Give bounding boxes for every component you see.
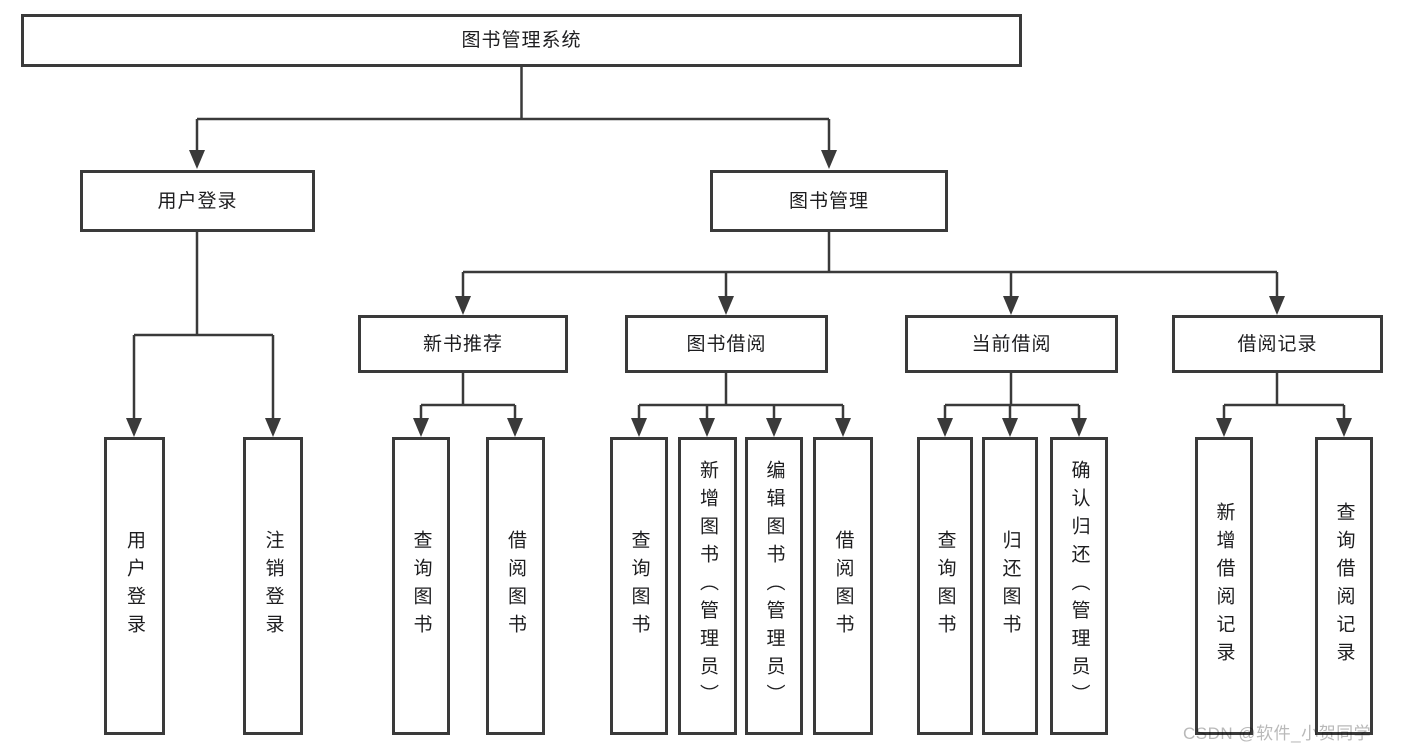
arrowhead [631, 418, 647, 437]
node-library-system: 图书管理系统 [21, 14, 1022, 67]
leaf-confirm-return-admin: 确认归还（管理员） [1050, 437, 1108, 735]
leaf-query-books-3: 查询图书 [917, 437, 973, 735]
arrowhead [718, 296, 734, 315]
arrowhead [766, 418, 782, 437]
csdn-watermark: CSDN @软件_小贺同学 [1183, 724, 1372, 743]
leaf-add-borrow-record: 新增借阅记录 [1195, 437, 1253, 735]
arrowhead [1269, 296, 1285, 315]
arrowhead [821, 150, 837, 169]
node-book-management: 图书管理 [710, 170, 948, 232]
arrowhead [699, 418, 715, 437]
leaf-edit-books-admin: 编辑图书（管理员） [745, 437, 803, 735]
leaf-user-login: 用户登录 [104, 437, 165, 735]
arrowhead [189, 150, 205, 169]
leaf-borrow-books-1: 借阅图书 [486, 437, 545, 735]
node-new-book-recommend: 新书推荐 [358, 315, 568, 373]
arrowhead [1003, 296, 1019, 315]
node-user-login: 用户登录 [80, 170, 315, 232]
leaf-add-books-admin: 新增图书（管理员） [678, 437, 737, 735]
arrowhead [937, 418, 953, 437]
arrowhead [126, 418, 142, 437]
arrowhead [835, 418, 851, 437]
node-book-borrowing: 图书借阅 [625, 315, 828, 373]
leaf-query-borrow-record: 查询借阅记录 [1315, 437, 1373, 735]
leaf-return-books: 归还图书 [982, 437, 1038, 735]
leaf-logout-login: 注销登录 [243, 437, 303, 735]
leaf-query-books-2: 查询图书 [610, 437, 668, 735]
arrowhead [1216, 418, 1232, 437]
arrowhead [1336, 418, 1352, 437]
arrowhead [265, 418, 281, 437]
leaf-query-books-1: 查询图书 [392, 437, 450, 735]
arrowhead [507, 418, 523, 437]
leaf-borrow-books-2: 借阅图书 [813, 437, 873, 735]
node-current-borrowing: 当前借阅 [905, 315, 1118, 373]
arrowhead [413, 418, 429, 437]
arrowhead [1002, 418, 1018, 437]
arrowhead [1071, 418, 1087, 437]
connector-path [132, 67, 1346, 421]
node-borrowing-records: 借阅记录 [1172, 315, 1383, 373]
arrowhead [455, 296, 471, 315]
